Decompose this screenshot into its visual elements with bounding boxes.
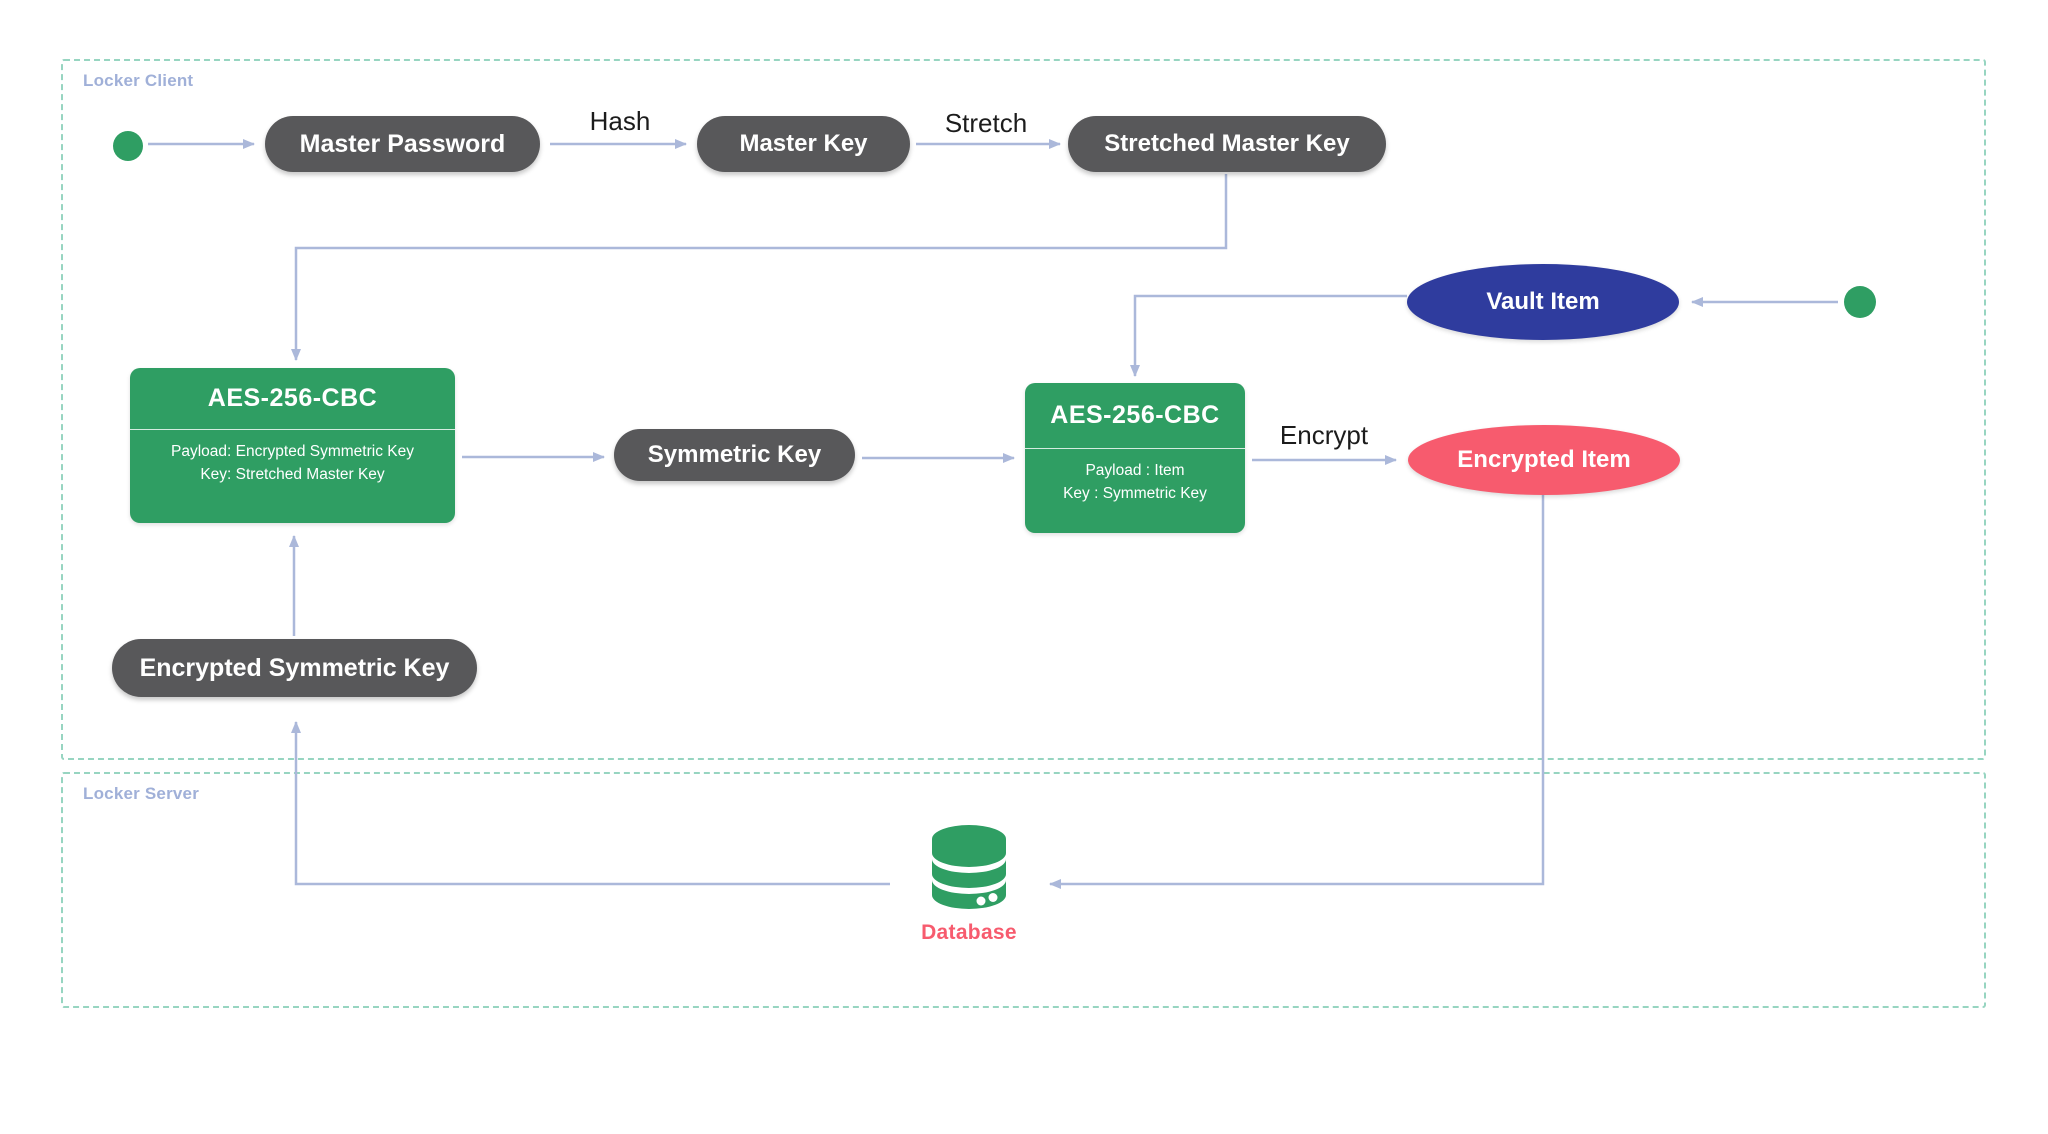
locker-server-container: Locker Server	[61, 772, 1986, 1008]
aes-body: Payload : Item Key : Symmetric Key	[1025, 449, 1245, 505]
edge-vault-item-to-aes-right	[1130, 294, 1407, 377]
master-password-node: Master Password	[265, 116, 540, 172]
master-key-node: Master Key	[697, 116, 910, 172]
aes-key-line: Key : Symmetric Key	[1063, 485, 1207, 502]
database-icon	[932, 825, 1006, 909]
stretch-edge-label: Stretch	[944, 108, 1028, 138]
database-node: Database	[903, 823, 1035, 945]
edge-encrypted-item-to-database	[1049, 494, 1545, 889]
stretched-master-key-node: Stretched Master Key	[1068, 116, 1386, 172]
locker-client-label: Locker Client	[83, 71, 194, 90]
start-dot-icon	[113, 131, 143, 161]
start-dot-icon	[1844, 286, 1876, 318]
aes-payload-line: Payload: Encrypted Symmetric Key	[171, 443, 414, 460]
locker-server-label: Locker Server	[83, 784, 200, 803]
locker-client-container: Locker Client	[61, 59, 1986, 760]
edge-database-to-encrypted-symmetric-key	[291, 721, 890, 886]
aes-title: AES-256-CBC	[130, 368, 455, 430]
database-label: Database	[921, 921, 1017, 944]
aes-encrypt-item-node: AES-256-CBC Payload : Item Key : Symmetr…	[1025, 383, 1245, 533]
edge-stretched-master-key-to-aes-left	[291, 174, 1228, 361]
symmetric-key-node: Symmetric Key	[614, 429, 855, 481]
encrypt-edge-label: Encrypt	[1279, 420, 1369, 450]
aes-payload-line: Payload : Item	[1085, 462, 1185, 479]
aes-title: AES-256-CBC	[1025, 383, 1245, 449]
hash-edge-label: Hash	[589, 106, 651, 136]
encrypted-symmetric-key-node: Encrypted Symmetric Key	[112, 639, 477, 697]
encrypted-item-node: Encrypted Item	[1408, 425, 1680, 495]
aes-body: Payload: Encrypted Symmetric Key Key: St…	[130, 430, 455, 486]
aes-key-line: Key: Stretched Master Key	[200, 466, 385, 483]
aes-decrypt-key-node: AES-256-CBC Payload: Encrypted Symmetric…	[130, 368, 455, 523]
vault-item-node: Vault Item	[1407, 264, 1679, 340]
